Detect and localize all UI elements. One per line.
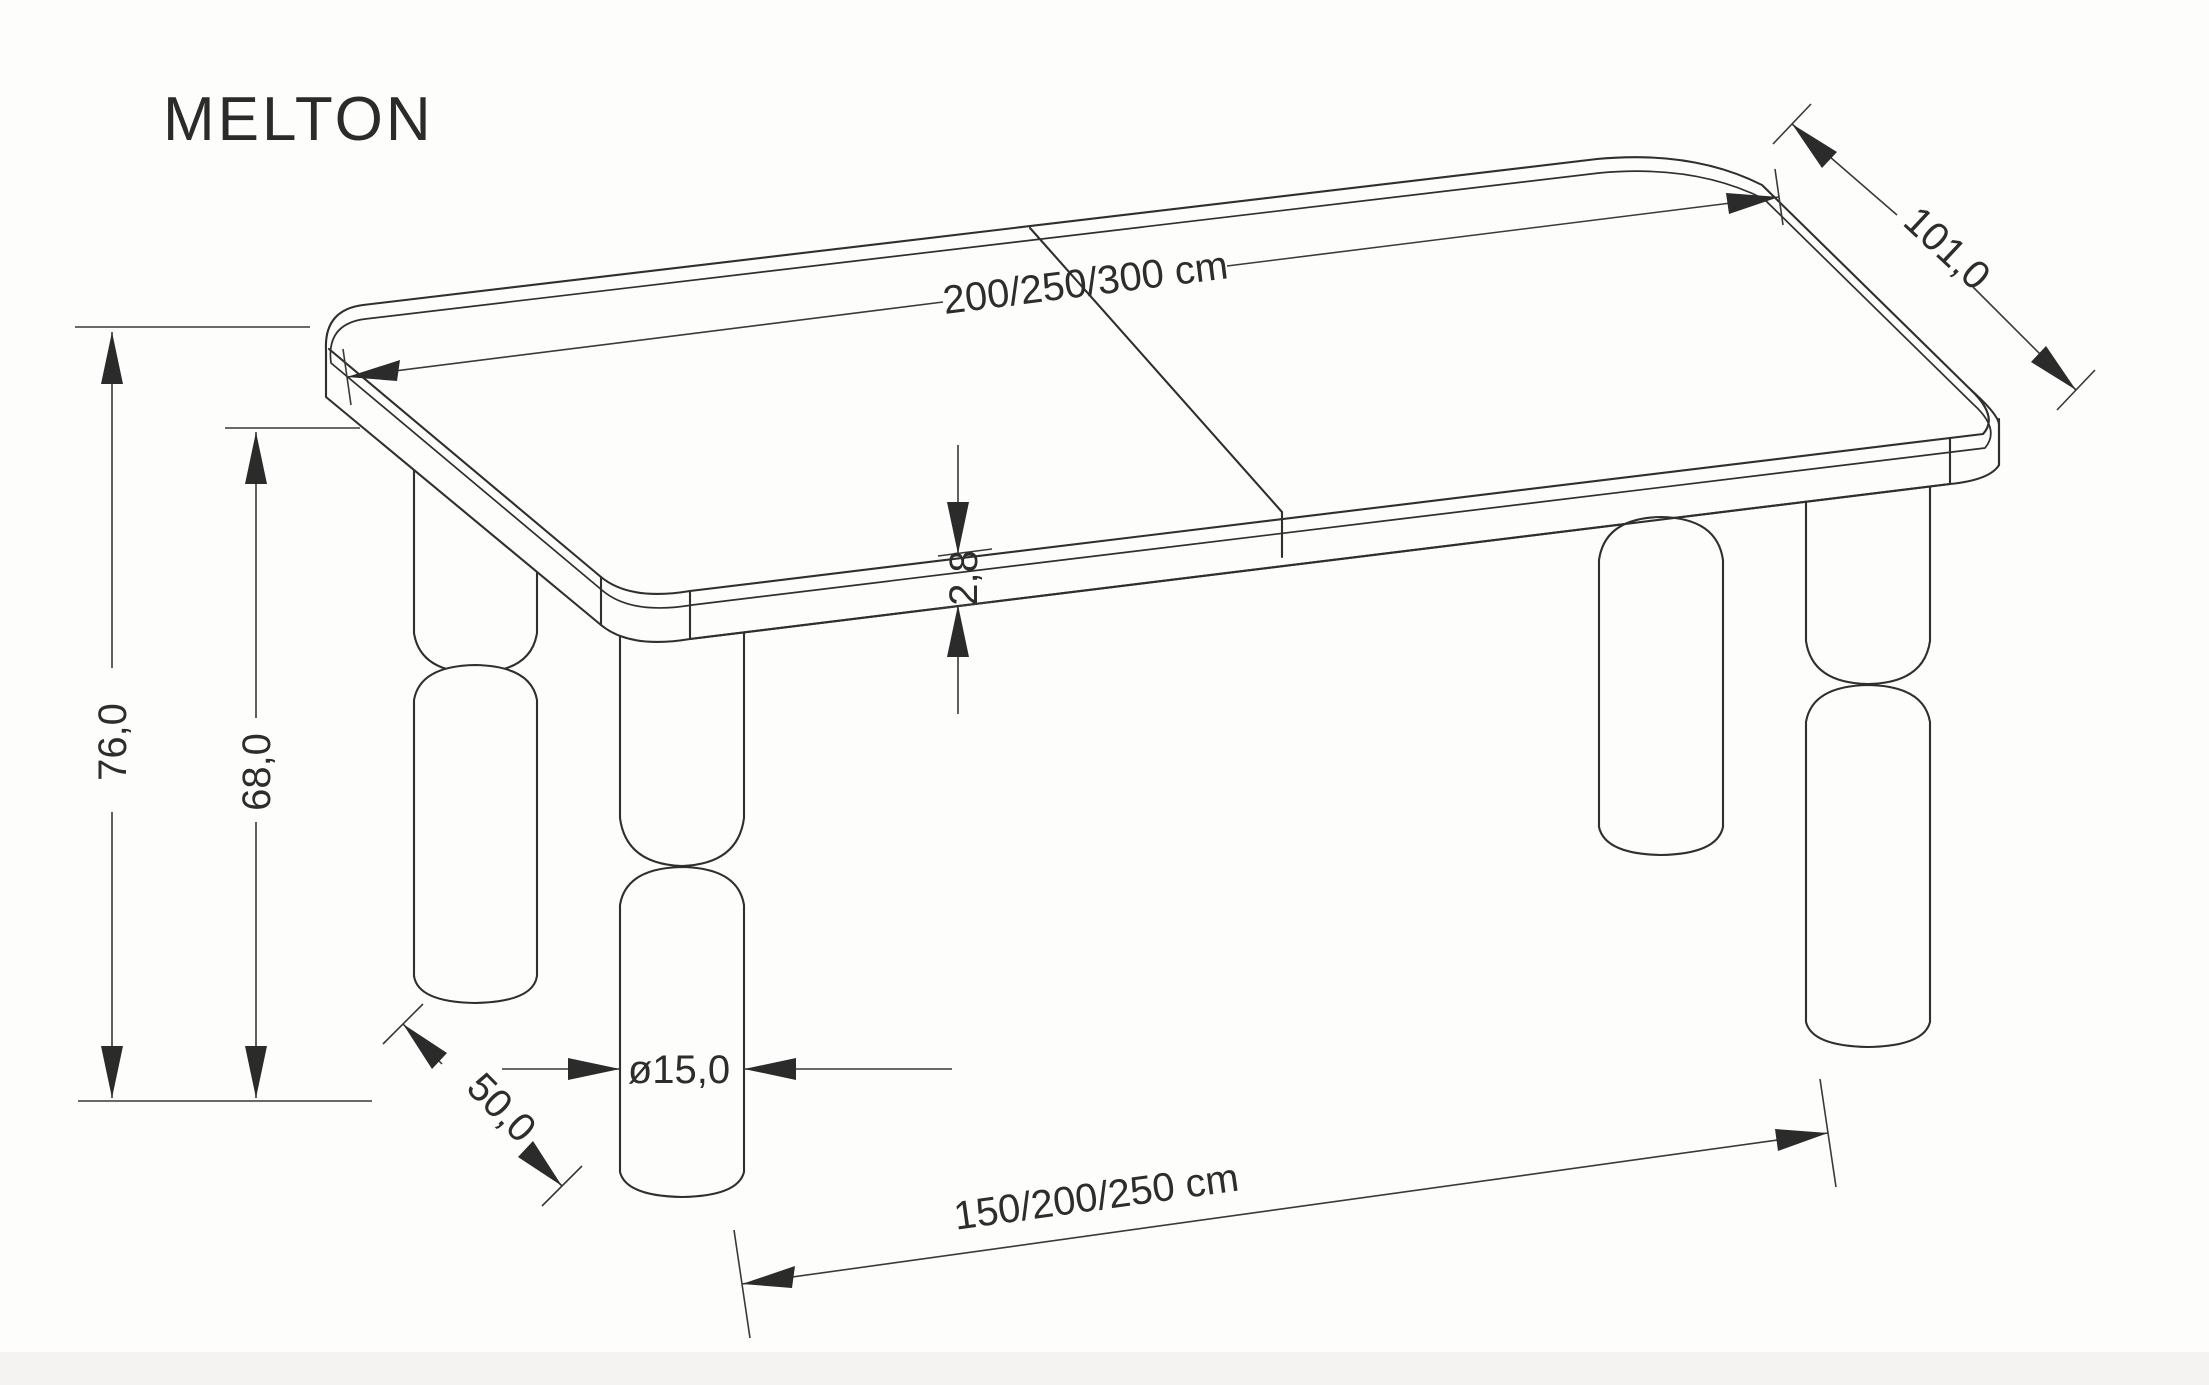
table-leg-front-left <box>618 630 746 1199</box>
dimension-label-leg-diameter: ø15,0 <box>628 1048 730 1092</box>
dimension-leg-diameter: ø15,0 <box>502 1048 952 1092</box>
dimension-leg-spacing-depth: 50,0 <box>382 1003 583 1207</box>
dimension-label-leg-spacing-depth: 50,0 <box>458 1065 544 1151</box>
table-leg-front-right <box>1804 481 1932 1049</box>
product-title: MELTON <box>163 85 434 154</box>
dimension-label-table-height: 76,0 <box>91 703 135 781</box>
dimension-label-top-thickness: 2,8 <box>942 550 986 606</box>
dimension-label-table-depth: 101,0 <box>1895 198 1998 298</box>
dimension-clearance: 68,0 <box>225 427 360 1098</box>
dimension-table-height: 76,0 <box>75 326 372 1102</box>
table-top <box>324 156 2001 643</box>
dimension-label-clearance: 68,0 <box>235 733 279 811</box>
dimension-label-leg-spacing-length: 150/200/250 cm <box>951 1156 1241 1239</box>
dimension-leg-spacing-length: 150/200/250 cm <box>733 1078 1837 1339</box>
dimension-top-thickness: 2,8 <box>937 445 993 714</box>
table-top-split-seam <box>1028 226 1284 559</box>
table-leg-back-left <box>412 468 539 1005</box>
page-edge-shadow <box>0 1352 2209 1385</box>
table-leg-back-right <box>688 482 1952 857</box>
